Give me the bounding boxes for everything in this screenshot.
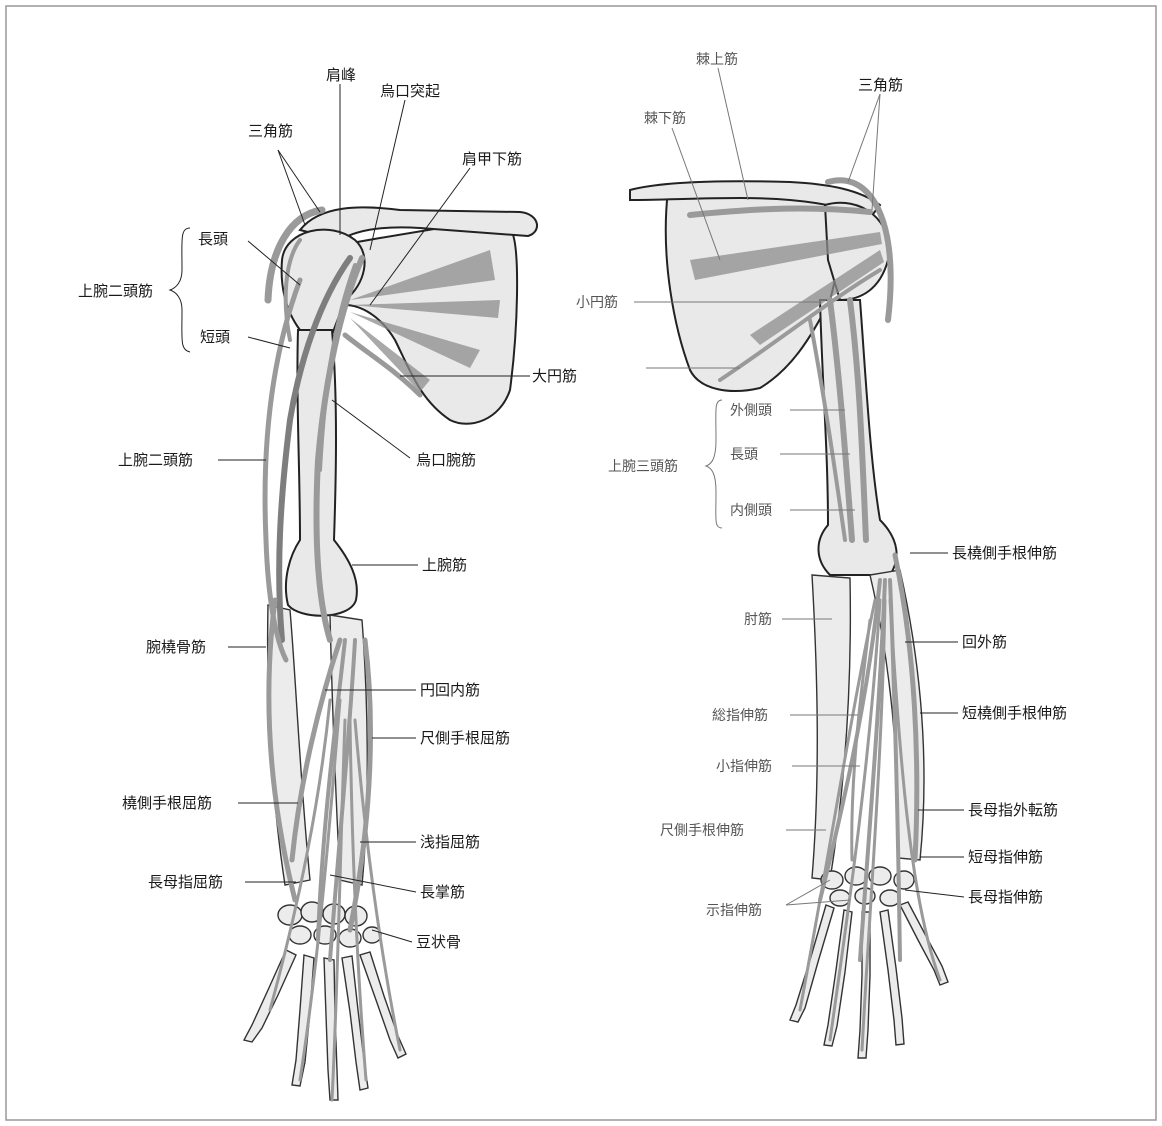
label-coracobrachialis: 烏口腕筋: [416, 451, 476, 469]
label-flexor-digitorum-superficialis: 浅指屈筋: [420, 833, 480, 851]
label-supinator: 回外筋: [962, 633, 1007, 651]
carpals-front: [278, 902, 381, 947]
label-deltoid-front: 三角筋: [248, 122, 293, 140]
fingers-front: [244, 950, 406, 1100]
back-arm-illustration: 棘上筋 棘下筋 三角筋 小円筋 外側頭 長頭 上腕三頭筋 内側頭 長橈側手根伸筋…: [576, 51, 1067, 1058]
label-medial-head: 内側頭: [730, 503, 772, 519]
label-pisiform: 豆状骨: [416, 933, 461, 951]
label-flexor-carpi-radialis: 橈側手根屈筋: [122, 794, 212, 812]
label-ext-carpi-radialis-brevis: 短橈側手根伸筋: [962, 704, 1067, 722]
figure-border: [6, 6, 1156, 1120]
label-extensor-pollicis-longus: 長母指伸筋: [968, 888, 1043, 906]
label-short-head: 短頭: [200, 328, 230, 346]
label-extensor-carpi-ulnaris: 尺側手根伸筋: [660, 822, 744, 839]
label-long-head-back: 長頭: [730, 447, 758, 463]
label-long-head: 長頭: [198, 230, 228, 248]
radius-front: [268, 605, 310, 885]
label-flexor-pollicis-longus: 長母指屈筋: [148, 873, 223, 891]
label-supraspinatus: 棘上筋: [696, 51, 738, 68]
front-arm-illustration: 肩峰 烏口突起 三角筋 肩甲下筋 長頭 上腕二頭筋 短頭 大円筋 上腕二頭筋 烏…: [78, 66, 577, 1100]
label-deltoid-back: 三角筋: [858, 76, 903, 94]
label-subscapularis: 肩甲下筋: [462, 150, 522, 168]
label-palmaris-longus: 長掌筋: [420, 883, 465, 901]
label-extensor-pollicis-brevis: 短母指伸筋: [968, 848, 1043, 866]
label-extensor-digiti-minimi: 小指伸筋: [716, 758, 772, 775]
label-flexor-carpi-ulnaris: 尺側手根屈筋: [420, 729, 510, 747]
label-pronator-teres: 円回内筋: [420, 681, 480, 699]
label-abductor-pollicis-longus: 長母指外転筋: [968, 801, 1058, 819]
label-brachioradialis: 腕橈骨筋: [146, 638, 206, 656]
label-biceps-group: 上腕二頭筋: [78, 282, 153, 300]
label-brachialis: 上腕筋: [422, 556, 467, 574]
label-extensor-digitorum: 総指伸筋: [712, 707, 768, 724]
label-biceps: 上腕二頭筋: [118, 451, 193, 469]
label-lateral-head: 外側頭: [730, 403, 772, 419]
label-teres-minor: 小円筋: [576, 294, 618, 311]
label-triceps-group: 上腕三頭筋: [608, 458, 678, 475]
label-extensor-indicis: 示指伸筋: [706, 902, 762, 919]
label-coracoid-process: 烏口突起: [380, 82, 440, 100]
label-teres-major: 大円筋: [532, 367, 577, 385]
label-ext-carpi-radialis-longus: 長橈側手根伸筋: [952, 544, 1057, 562]
label-acromion: 肩峰: [326, 66, 356, 84]
label-infraspinatus: 棘下筋: [644, 110, 686, 127]
label-anconeus: 肘筋: [744, 611, 772, 628]
